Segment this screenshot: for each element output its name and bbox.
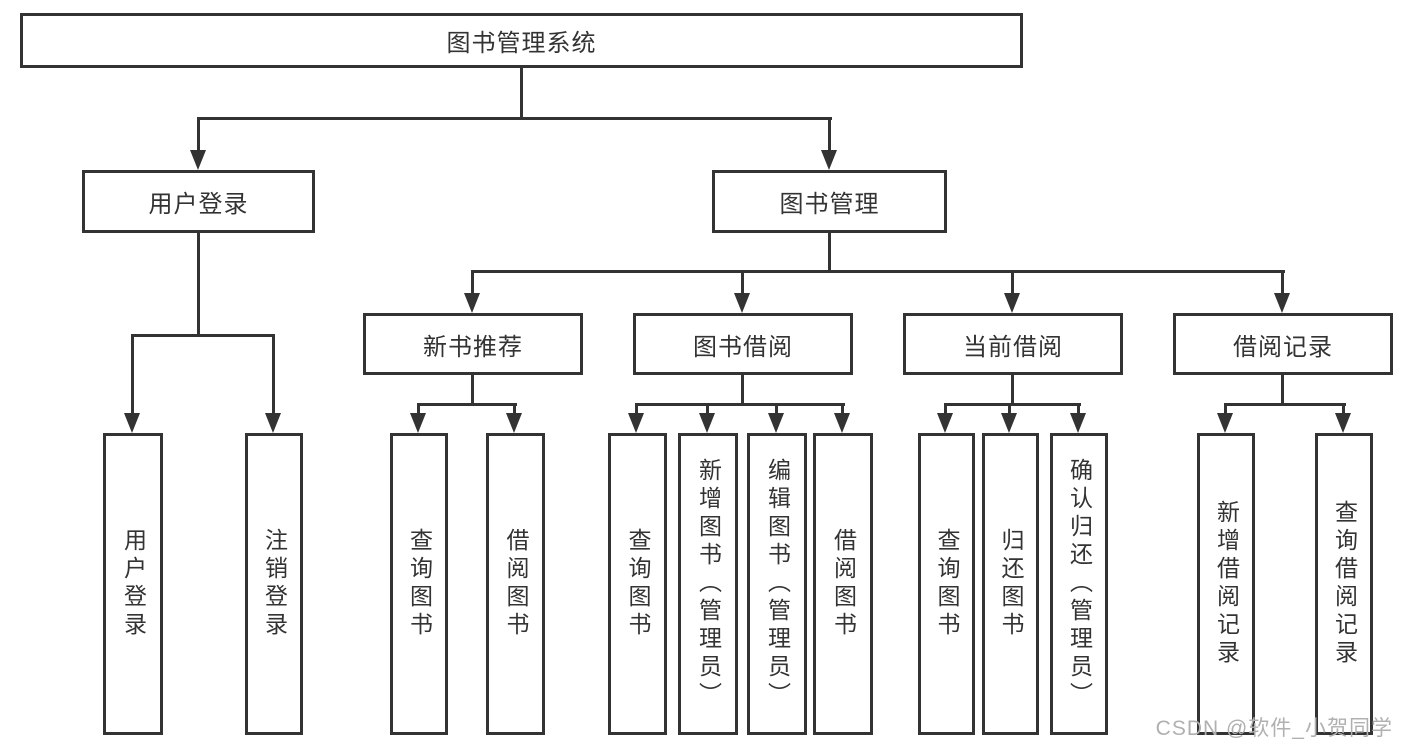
leaf-query-books-recommend: 查询图书 <box>390 433 448 735</box>
edge-line <box>944 403 1081 406</box>
leaf-borrow-books-recommend: 借阅图书 <box>486 433 545 735</box>
arrow-down-icon <box>628 413 644 433</box>
node-label: 确认归还（管理员） <box>1066 458 1093 710</box>
edge-line <box>1011 375 1014 405</box>
arrow-down-icon <box>124 413 140 433</box>
arrow-down-icon <box>734 293 750 313</box>
edge-line <box>471 270 474 296</box>
node-label: 查询图书 <box>934 528 960 640</box>
arrow-down-icon <box>821 150 837 170</box>
arrow-down-icon <box>834 413 850 433</box>
arrow-down-icon <box>937 413 953 433</box>
edge-line <box>706 403 709 416</box>
node-borrowing-records: 借阅记录 <box>1173 313 1393 375</box>
node-label: 用户登录 <box>148 191 249 218</box>
edge-line <box>775 403 778 416</box>
edge-line <box>944 403 947 416</box>
node-label: 新增图书（管理员） <box>695 458 722 710</box>
leaf-query-books-current: 查询图书 <box>918 433 975 735</box>
edge-line <box>828 232 831 272</box>
edge-line <box>841 403 844 416</box>
node-label: 借阅记录 <box>1233 333 1333 361</box>
arrow-down-icon <box>1070 413 1086 433</box>
arrow-down-icon <box>768 413 784 433</box>
node-new-book-recommendation: 新书推荐 <box>363 313 583 375</box>
edge-line <box>131 334 275 337</box>
edge-line <box>471 375 474 405</box>
node-label: 编辑图书（管理员） <box>764 458 791 710</box>
node-label: 借阅图书 <box>830 528 857 640</box>
edge-line <box>635 403 845 406</box>
leaf-borrow-books-borrowing: 借阅图书 <box>813 433 873 735</box>
edge-line <box>1224 403 1227 416</box>
edge-line <box>1281 270 1284 296</box>
arrow-down-icon <box>699 413 715 433</box>
node-label: 归还图书 <box>998 528 1024 640</box>
leaf-query-books-borrowing: 查询图书 <box>608 433 667 735</box>
node-label: 图书管理系统 <box>446 30 597 57</box>
arrow-down-icon <box>464 293 480 313</box>
edge-line <box>1224 403 1346 406</box>
arrow-down-icon <box>190 150 206 170</box>
edge-line <box>520 68 523 119</box>
node-label: 新书推荐 <box>423 333 523 361</box>
edge-line <box>197 117 200 152</box>
node-label: 注销登录 <box>261 528 288 640</box>
leaf-add-borrow-record: 新增借阅记录 <box>1197 433 1255 735</box>
node-book-borrowing: 图书借阅 <box>633 313 853 375</box>
edge-line <box>741 375 744 405</box>
edge-line <box>635 403 638 416</box>
node-book-management: 图书管理 <box>712 170 947 233</box>
edge-line <box>471 270 1285 273</box>
node-current-borrowing: 当前借阅 <box>903 313 1123 375</box>
edge-line <box>1077 403 1080 416</box>
csdn-watermark: CSDN @软件_小贺同学 <box>1155 717 1393 740</box>
leaf-query-borrow-record: 查询借阅记录 <box>1315 433 1373 735</box>
node-label: 查询图书 <box>406 528 433 640</box>
arrow-down-icon <box>1274 293 1290 313</box>
node-label: 查询图书 <box>625 528 651 640</box>
node-label: 图书管理 <box>779 191 880 218</box>
leaf-user-login: 用户登录 <box>103 433 163 735</box>
edge-line <box>417 403 517 406</box>
node-label: 图书借阅 <box>693 333 793 361</box>
edge-line <box>197 117 832 120</box>
edge-line <box>828 117 831 152</box>
node-label: 用户登录 <box>120 528 147 640</box>
edge-line <box>513 403 516 416</box>
edge-line <box>1342 403 1345 416</box>
arrow-down-icon <box>1217 413 1233 433</box>
arrow-down-icon <box>506 413 522 433</box>
edge-line <box>1011 270 1014 296</box>
leaf-logout: 注销登录 <box>245 433 303 735</box>
edge-line <box>131 334 134 416</box>
arrow-down-icon <box>1004 293 1020 313</box>
edge-line <box>1008 403 1011 416</box>
edge-line <box>417 403 420 416</box>
edge-line <box>197 232 200 337</box>
node-label: 新增借阅记录 <box>1213 500 1240 668</box>
arrow-down-icon <box>1001 413 1017 433</box>
arrow-down-icon <box>265 413 281 433</box>
leaf-confirm-return-admin: 确认归还（管理员） <box>1050 433 1108 735</box>
node-label: 查询借阅记录 <box>1331 500 1358 668</box>
leaf-return-books: 归还图书 <box>982 433 1039 735</box>
leaf-edit-book-admin: 编辑图书（管理员） <box>747 433 807 735</box>
arrow-down-icon <box>1335 413 1351 433</box>
node-book-management-system: 图书管理系统 <box>20 13 1023 68</box>
node-user-login: 用户登录 <box>82 170 315 233</box>
arrow-down-icon <box>410 413 426 433</box>
edge-line <box>272 334 275 416</box>
leaf-add-book-admin: 新增图书（管理员） <box>678 433 738 735</box>
node-label: 借阅图书 <box>503 528 529 640</box>
edge-line <box>1281 375 1284 405</box>
edge-line <box>741 270 744 296</box>
node-label: 当前借阅 <box>963 333 1063 361</box>
